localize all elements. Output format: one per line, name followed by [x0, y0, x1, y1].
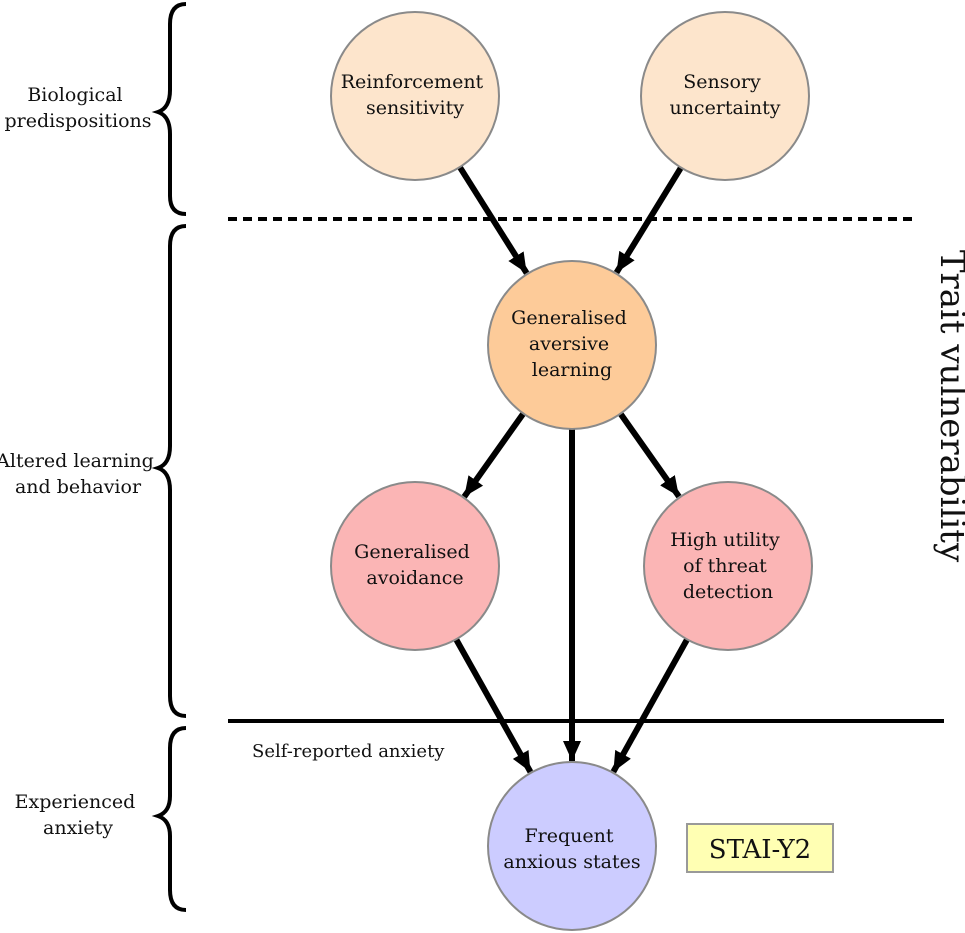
node-circle-threat — [643, 481, 813, 651]
brace-altered — [151, 224, 187, 718]
level-label-altered: Altered learning and behavior — [0, 450, 160, 498]
node-label-reinforcement: Reinforcement sensitivity — [341, 71, 489, 119]
node-anxious: Frequent anxious states — [487, 761, 657, 931]
node-label-aversive: Generalised aversive learning — [511, 307, 633, 381]
arrow-aversive-to-avoidance — [461, 411, 526, 499]
node-circle-reinforcement — [330, 11, 500, 181]
node-reinforcement: Reinforcement sensitivity — [330, 11, 500, 181]
node-label-anxious: Frequent anxious states — [503, 825, 640, 873]
arrow-sensory-to-aversive — [613, 165, 684, 275]
arrow-aversive-to-threat — [617, 411, 682, 499]
arrow-avoidance-to-anxious — [453, 637, 534, 774]
brace-experienced — [151, 726, 187, 912]
level-label-experienced: Experienced anxiety — [15, 791, 142, 839]
stai-badge-box — [686, 823, 834, 873]
level-label-biological: Biological predispositions — [4, 84, 151, 132]
node-circle-anxious — [487, 761, 657, 931]
node-threat: High utility of threat detection — [643, 481, 813, 651]
node-label-avoidance: Generalised avoidance — [354, 541, 476, 589]
brace-biological — [151, 2, 187, 216]
node-circle-avoidance — [330, 481, 500, 651]
node-circle-aversive — [487, 260, 657, 430]
stai-badge-text: STAI-Y2 — [709, 835, 811, 865]
trait-vulnerability-label: Trait vulnerability — [932, 250, 965, 563]
node-sensory: Sensory uncertainty — [640, 11, 810, 181]
node-avoidance: Generalised avoidance — [330, 481, 500, 651]
node-label-sensory: Sensory uncertainty — [669, 71, 780, 119]
self-reported-anxiety-label: Self-reported anxiety — [252, 741, 445, 762]
arrow-threat-to-anxious — [610, 637, 690, 774]
stai-badge: STAI-Y2 — [686, 823, 834, 873]
node-circle-sensory — [640, 11, 810, 181]
node-label-threat: High utility of threat detection — [670, 529, 786, 603]
node-aversive: Generalised aversive learning — [487, 260, 657, 430]
edges-layer — [453, 165, 690, 774]
arrow-reinforcement-to-aversive — [457, 165, 530, 275]
